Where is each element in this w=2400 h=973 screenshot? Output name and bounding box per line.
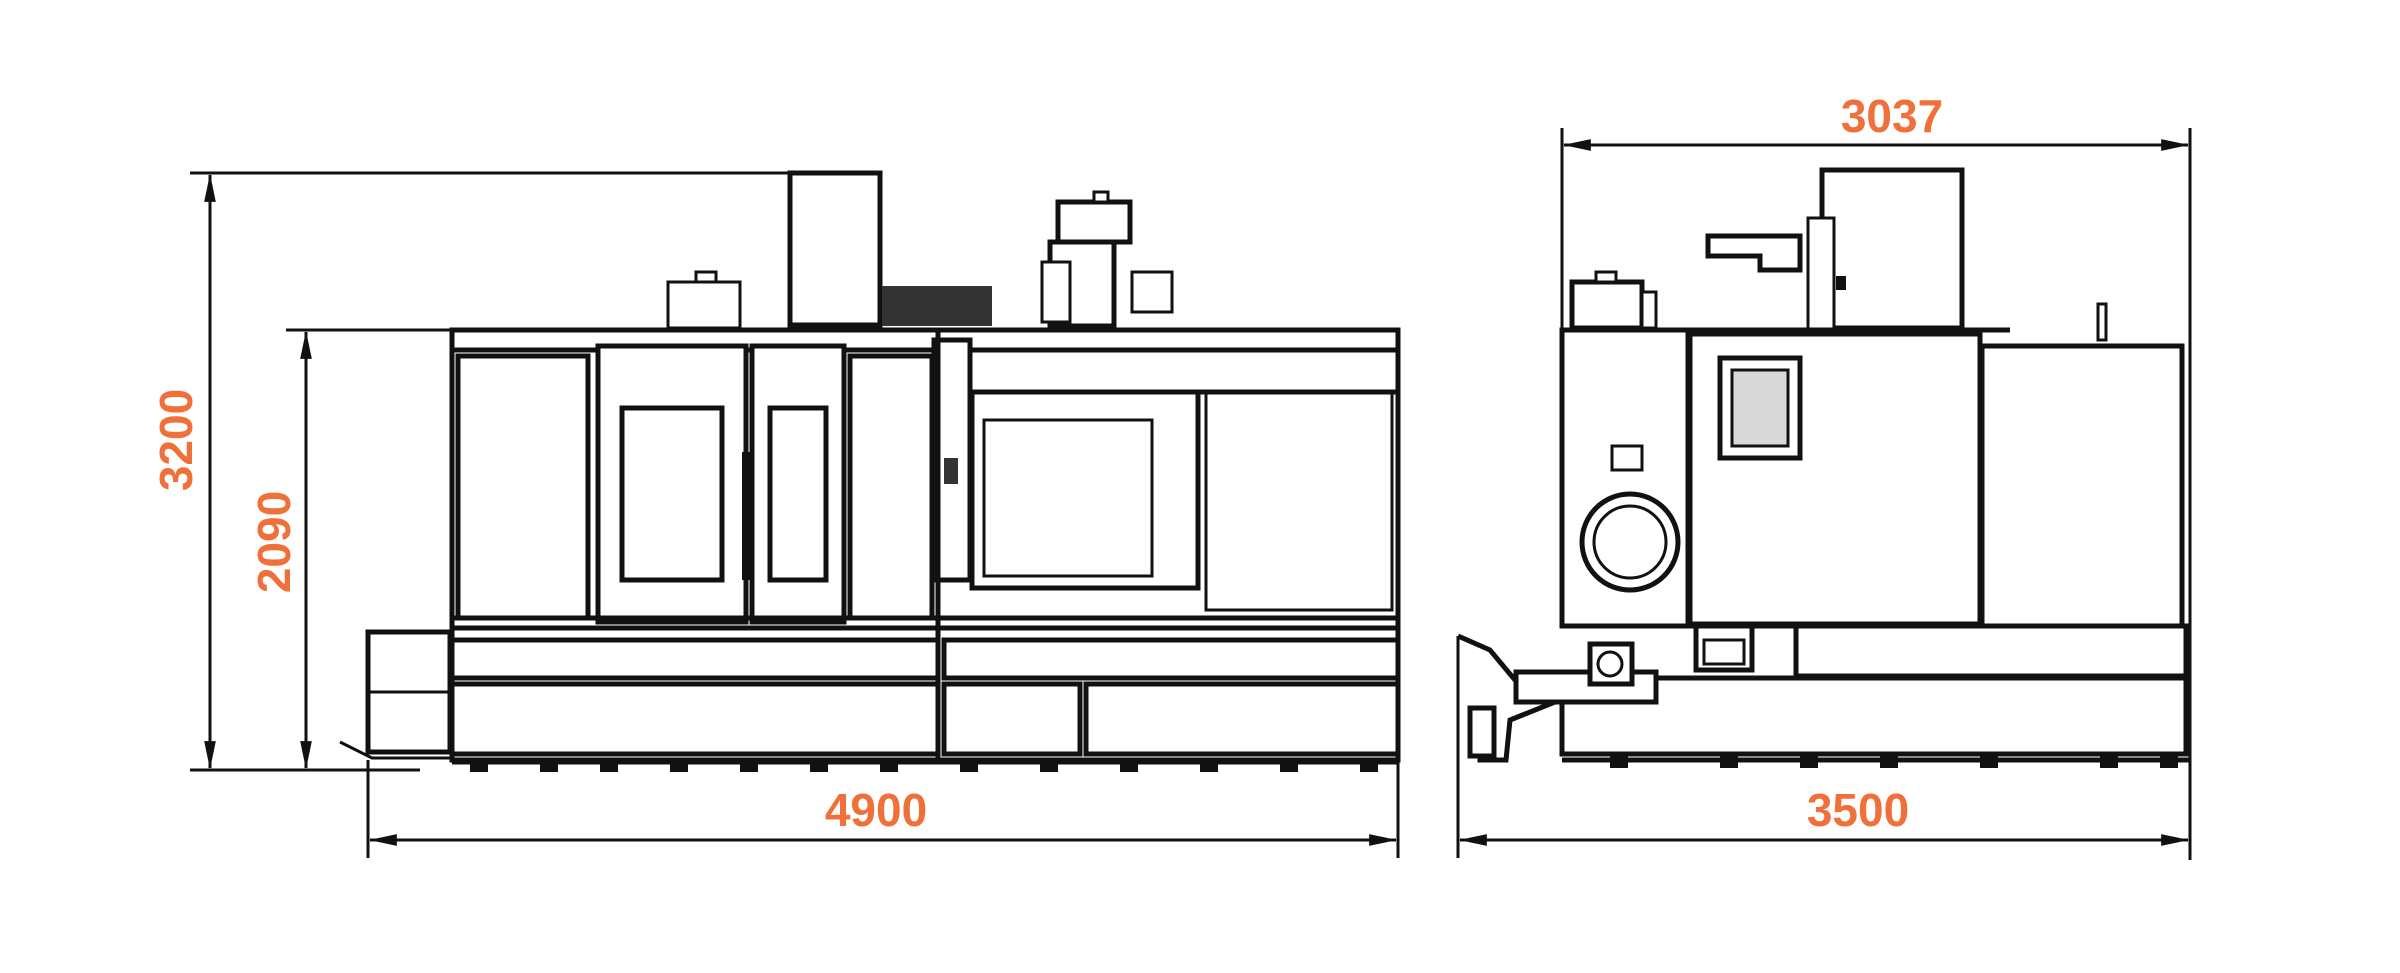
side-top-small-box xyxy=(1569,279,1645,331)
front-spindle-head xyxy=(1055,199,1133,245)
front-base-right xyxy=(1083,681,1401,757)
front-control-button xyxy=(944,458,958,484)
front-window-right xyxy=(767,405,829,583)
front-right-panel-a xyxy=(847,353,935,621)
side-window xyxy=(1730,368,1790,448)
side-base xyxy=(1559,675,2189,757)
side-view xyxy=(1456,167,2190,768)
front-top-small-box xyxy=(666,280,742,330)
front-view xyxy=(339,170,1401,772)
front-top-cabinet xyxy=(787,170,883,328)
dim-label-length: 4900 xyxy=(825,784,927,836)
front-left-panel xyxy=(455,353,591,621)
front-spindle-motor xyxy=(1130,270,1174,314)
dim-label-side-top: 3037 xyxy=(1841,90,1943,142)
side-small-gauge xyxy=(1610,444,1644,472)
front-right-window xyxy=(982,418,1154,578)
side-top-cabinet xyxy=(1819,167,1965,331)
front-top-knob xyxy=(694,270,718,284)
front-base-mid xyxy=(941,681,1083,757)
front-window-left xyxy=(619,405,725,583)
front-base-rail-right xyxy=(941,637,1401,681)
front-base-left xyxy=(449,681,941,757)
front-door-handle xyxy=(742,452,752,580)
side-top-column xyxy=(1806,216,1836,332)
dimension-lines xyxy=(190,128,2192,860)
front-spindle-cap xyxy=(1092,190,1110,204)
dim-label-side-bottom: 3500 xyxy=(1807,784,1909,836)
front-base-rail-left xyxy=(449,637,941,681)
front-top-dark-strip xyxy=(882,286,992,326)
side-spindle-arm xyxy=(1705,233,1803,273)
side-vent-pipe xyxy=(2096,302,2108,342)
side-base-rail xyxy=(1793,623,2189,679)
front-right-panel xyxy=(1204,390,1394,612)
dim-label-body-height: 2090 xyxy=(248,491,300,593)
side-right-panel xyxy=(1979,343,2185,629)
front-spindle-side xyxy=(1040,260,1072,324)
dim-label-total-height: 3200 xyxy=(150,389,202,491)
